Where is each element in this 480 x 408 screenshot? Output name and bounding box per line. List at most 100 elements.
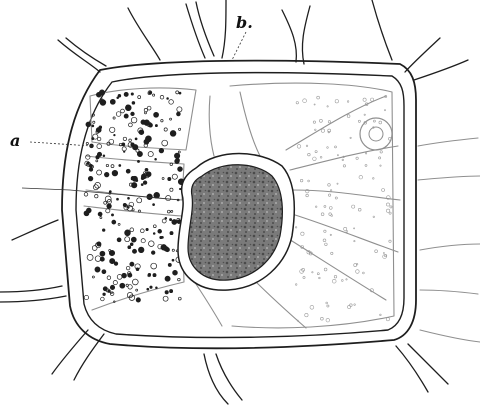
granule [107, 276, 111, 280]
granule [334, 275, 337, 278]
granule [122, 143, 125, 146]
granule [319, 119, 322, 122]
granule [133, 145, 138, 150]
granule [303, 99, 307, 103]
granule [145, 136, 151, 142]
granule [155, 125, 157, 127]
granule [103, 287, 107, 291]
granule [140, 229, 144, 233]
granule [295, 284, 297, 286]
granule [327, 147, 329, 149]
granule [178, 297, 181, 300]
granule [386, 203, 389, 206]
nucleus [178, 154, 294, 291]
granule [359, 175, 363, 179]
granule [174, 153, 179, 158]
granule [136, 268, 139, 271]
granule [131, 176, 135, 180]
granule [86, 155, 90, 159]
granule [135, 138, 137, 140]
granule [172, 174, 177, 179]
granule [179, 188, 181, 190]
granule [319, 277, 321, 279]
granule [126, 105, 128, 107]
granule [178, 167, 183, 172]
granule [379, 157, 381, 159]
granule [175, 159, 180, 164]
granule [158, 229, 162, 233]
granule [324, 268, 327, 271]
granule [155, 158, 157, 160]
granule [314, 104, 315, 105]
granule [109, 139, 114, 144]
granule [380, 165, 381, 166]
granule [329, 207, 332, 210]
granule [168, 177, 171, 180]
granule [130, 243, 133, 246]
granule [166, 196, 171, 201]
granule [172, 259, 174, 261]
granule [150, 286, 152, 288]
granule [330, 190, 332, 192]
granule [313, 121, 315, 123]
granule [138, 96, 141, 99]
granule [114, 134, 116, 136]
granule [341, 280, 343, 282]
granule [321, 129, 324, 132]
granule [112, 220, 116, 224]
granule [356, 157, 358, 159]
granule [161, 236, 163, 238]
granule [103, 293, 106, 296]
granule [130, 228, 134, 232]
granule [126, 169, 130, 173]
granule [172, 249, 174, 251]
granule [84, 211, 89, 216]
granule [320, 156, 322, 158]
granule [354, 240, 355, 241]
granule [161, 245, 167, 251]
granule [112, 170, 118, 176]
granule [132, 279, 138, 285]
granule [324, 205, 326, 207]
granule [151, 263, 157, 269]
granule [153, 94, 155, 96]
granule [111, 214, 113, 216]
granule [170, 188, 173, 191]
granule [162, 219, 166, 223]
granule [120, 283, 125, 288]
granule [327, 106, 328, 107]
granule [93, 121, 95, 123]
granule [335, 197, 337, 199]
granule [384, 110, 385, 111]
granule [179, 128, 181, 130]
granule [315, 129, 317, 131]
granule [151, 251, 155, 255]
granule [308, 180, 310, 182]
granule [312, 272, 313, 273]
granule [131, 112, 135, 116]
granule [119, 165, 121, 167]
granule [325, 243, 328, 246]
granule [97, 170, 102, 175]
granule [110, 127, 115, 132]
granule [126, 266, 130, 270]
granule [138, 247, 144, 253]
granule [337, 183, 338, 184]
granule [113, 281, 117, 285]
granule [162, 140, 168, 146]
granule [328, 184, 331, 187]
granule [354, 264, 357, 267]
granule [306, 145, 308, 147]
granule [122, 147, 126, 151]
granule [347, 115, 350, 118]
granule [167, 210, 170, 213]
granule [300, 179, 303, 182]
granule [149, 91, 151, 93]
granule [330, 234, 331, 235]
granule [84, 193, 88, 197]
granule [89, 168, 93, 172]
granule [132, 249, 136, 253]
granule [363, 98, 366, 101]
label-b: b. [236, 13, 253, 32]
